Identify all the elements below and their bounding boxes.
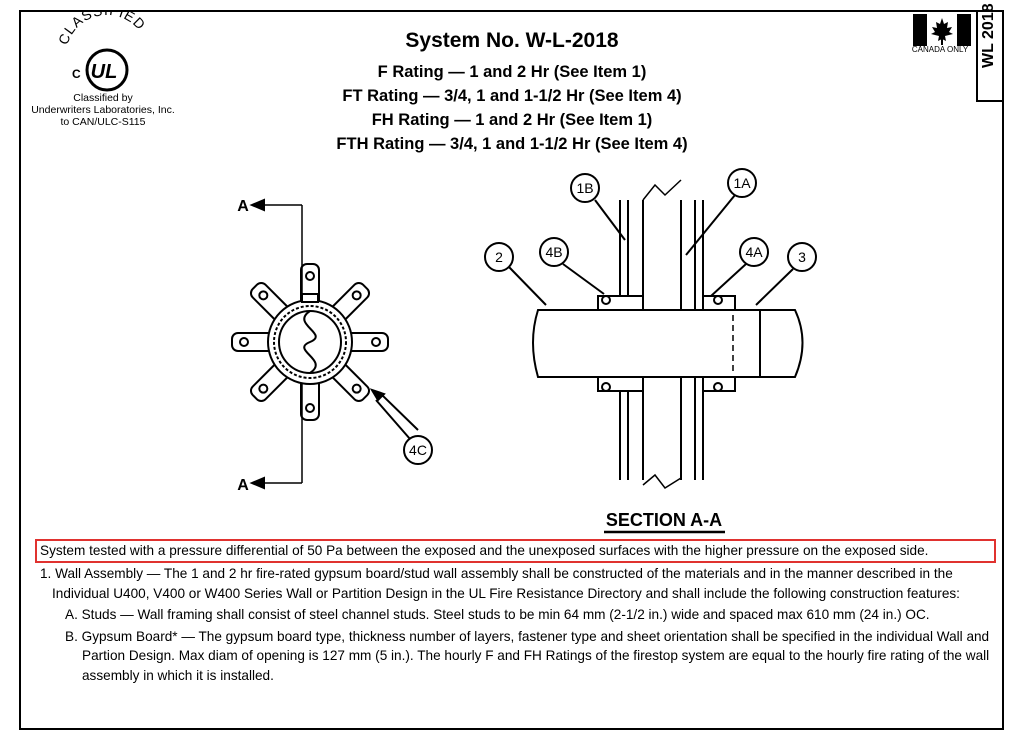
classified-by-line: Classified by [73, 92, 133, 104]
classified-by-note: Classified by Underwriters Laboratories,… [28, 92, 178, 128]
laboratory-line: Underwriters Laboratories, Inc. [31, 104, 175, 116]
fh-rating: FH Rating — 1 and 2 Hr (See Item 1) [371, 111, 653, 129]
system-title: System No. W-L-2018 [405, 29, 619, 52]
ul-mark: UL [91, 61, 118, 83]
fth-rating: FTH Rating — 3/4, 1 and 1-1/2 Hr (See It… [336, 135, 688, 153]
canada-only-label: CANADA ONLY [911, 45, 969, 54]
svg-text:CLASSIFIED: CLASSIFIED [55, 12, 149, 47]
item-list: 1. Wall Assembly — The 1 and 2 hr fire-r… [40, 564, 995, 685]
system-code-box [976, 10, 1003, 102]
callout-2: 2 [495, 249, 503, 265]
callout-1a: 1A [733, 175, 751, 191]
system-code: WL 2018 [980, 3, 997, 68]
title-block: System No. W-L-2018 F Rating — 1 and 2 H… [262, 28, 762, 156]
ft-rating: FT Rating — 3/4, 1 and 1-1/2 Hr (See Ite… [342, 87, 682, 105]
canada-flag-icon [913, 14, 971, 46]
section-title: SECTION A-A [606, 510, 722, 530]
item-1a-studs: A. Studs — Wall framing shall consist of… [65, 607, 930, 622]
section-marker-top: A [237, 198, 249, 215]
pressure-note: System tested with a pressure differenti… [40, 543, 929, 558]
item-1b-gypsum-board: B. Gypsum Board* — The gypsum board type… [65, 628, 990, 683]
section-marker-bottom: A [237, 477, 249, 494]
item-1-wall-assembly: 1. Wall Assembly — The 1 and 2 hr fire-r… [40, 566, 960, 601]
f-rating: F Rating — 1 and 2 Hr (See Item 1) [377, 63, 647, 81]
classified-arc-text: CLASSIFIED [55, 12, 148, 47]
standard-line: to CAN/ULC-S115 [60, 116, 146, 128]
pressure-note-highlight [35, 539, 996, 563]
callout-4a: 4A [745, 244, 763, 260]
callout-4c: 4C [409, 442, 427, 458]
c-mark: C [72, 67, 81, 81]
system-drawing: A A 1A 1B 2 3 4A 4B 4C SECTION A-A [231, 168, 817, 534]
ul-classified-logo: CLASSIFIED UL C [55, 12, 149, 92]
callout-4b: 4B [545, 244, 562, 260]
callout-1b: 1B [576, 180, 593, 196]
callout-3: 3 [798, 249, 806, 265]
